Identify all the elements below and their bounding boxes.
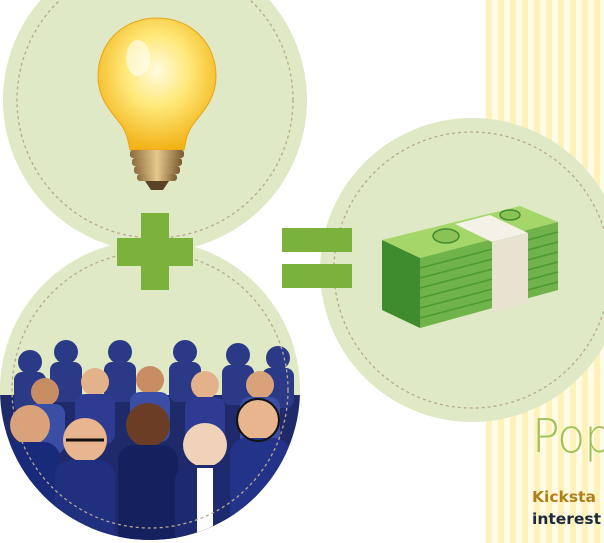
plus-icon (117, 213, 193, 290)
article-heading: Pop (532, 409, 604, 463)
lead-line-1: Kicksta (532, 488, 596, 506)
equals-icon (282, 228, 352, 288)
lead-line-2: interest (532, 510, 602, 528)
money-stack-icon (382, 206, 559, 328)
article-lead: Kicksta interest (532, 486, 601, 530)
lightbulb-icon (97, 17, 217, 190)
